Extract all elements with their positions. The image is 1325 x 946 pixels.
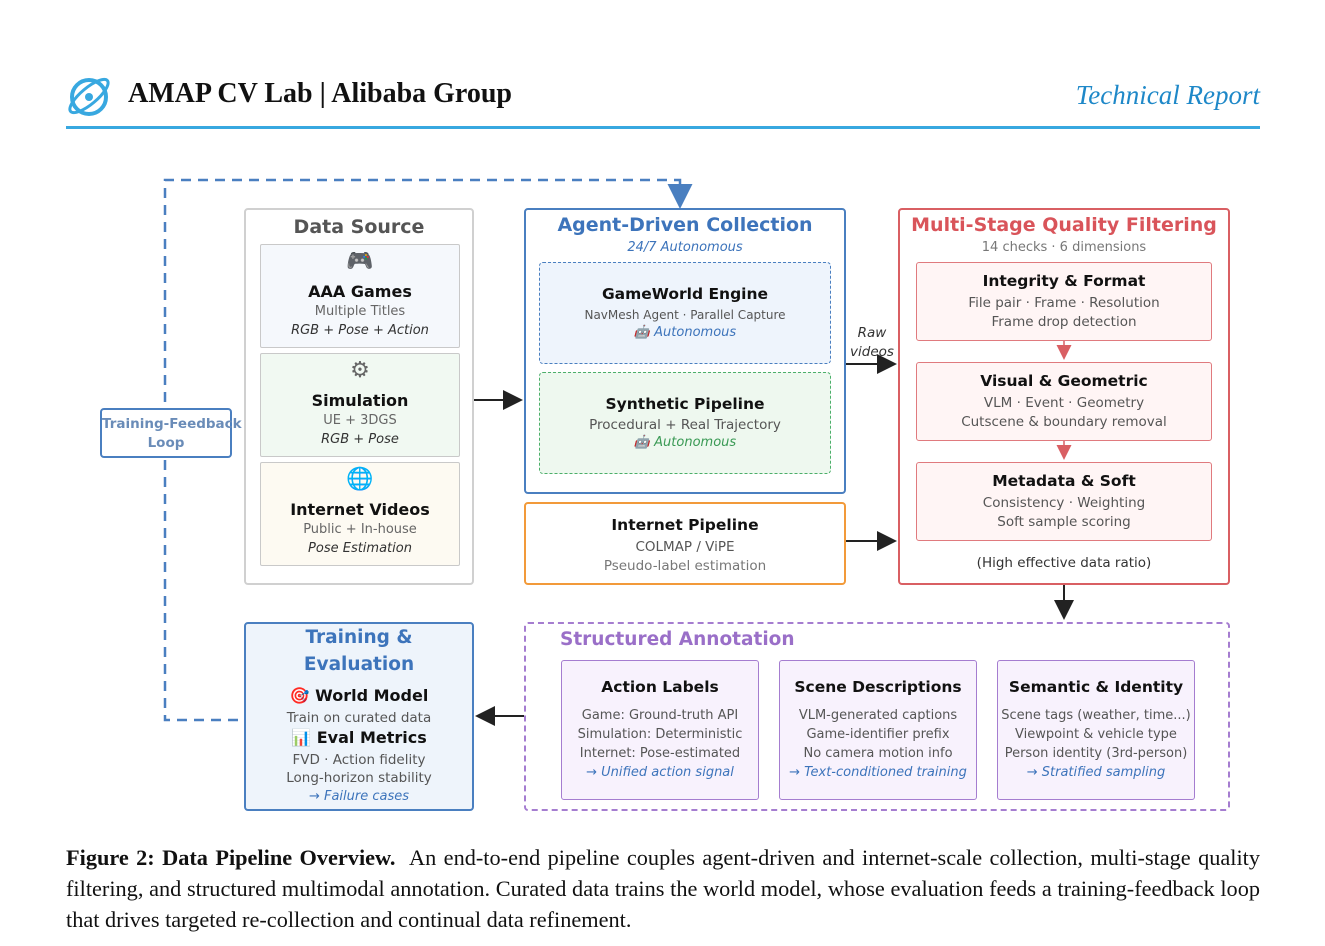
annotation-card-action: Action Labels Game: Ground-truth API Sim… xyxy=(561,660,759,800)
training-title-line2: Evaluation xyxy=(303,654,415,675)
data-source-panel: Data Source 🎮 AAA Games Multiple Titles … xyxy=(244,208,474,585)
internet-pipeline-line2: Pseudo-label estimation xyxy=(603,558,767,574)
filter-stage-title: Visual & Geometric xyxy=(980,372,1148,390)
filter-stage-metadata: Metadata & Soft Consistency · Weighting … xyxy=(916,462,1212,541)
annotation-title: Structured Annotation xyxy=(560,629,795,650)
filter-stage-line2: Cutscene & boundary removal xyxy=(961,414,1167,430)
filtering-title: Multi-Stage Quality Filtering xyxy=(911,214,1217,236)
eval-metrics-line3: → Failure cases xyxy=(308,789,410,804)
lab-title: AMAP CV Lab | Alibaba Group xyxy=(128,78,513,109)
figure-caption: Figure 2: Data Pipeline Overview. An end… xyxy=(66,842,1260,935)
annotation-card-line1: Game: Ground-truth API xyxy=(581,708,739,723)
source-card-line2: RGB + Pose + Action xyxy=(291,323,429,338)
filter-stage-title: Integrity & Format xyxy=(982,272,1146,290)
synthetic-line1: Procedural + Real Trajectory xyxy=(589,417,781,433)
source-card-simulation: ⚙ Simulation UE + 3DGS RGB + Pose xyxy=(260,353,460,457)
feedback-loop-label: Training-Feedback Loop xyxy=(100,408,242,458)
target-icon: 🎯 xyxy=(289,686,310,705)
source-card-games: 🎮 AAA Games Multiple Titles RGB + Pose +… xyxy=(260,244,460,348)
annotation-card-semantic: Semantic & Identity Scene tags (weather,… xyxy=(997,660,1195,800)
eval-metrics-line2: Long-horizon stability xyxy=(286,770,432,786)
internet-pipeline-title: Internet Pipeline xyxy=(611,516,759,534)
gameworld-title: GameWorld Engine xyxy=(601,285,769,303)
annotation-card-line1: Scene tags (weather, time...) xyxy=(1001,708,1191,723)
filter-stage-visual: Visual & Geometric VLM · Event · Geometr… xyxy=(916,362,1212,441)
source-card-line1: Multiple Titles xyxy=(314,304,406,319)
data-source-title: Data Source xyxy=(293,216,425,238)
robot-icon: 🤖 xyxy=(633,325,655,340)
annotation-card-line4: → Unified action signal xyxy=(586,765,734,780)
source-card-line2: RGB + Pose xyxy=(321,432,399,447)
feedback-loop-path xyxy=(163,178,693,722)
caption-label: Figure 2: xyxy=(66,845,155,870)
annotation-card-line2: Simulation: Deterministic xyxy=(577,727,743,742)
caption-text: An end-to-end pipeline couples agent-dri… xyxy=(66,845,1260,932)
annotation-card-line2: Viewpoint & vehicle type xyxy=(1015,727,1177,742)
annotation-card-scene: Scene Descriptions VLM-generated caption… xyxy=(779,660,977,800)
lab-logo-icon xyxy=(68,77,110,116)
synthetic-tag: 🤖 Autonomous xyxy=(633,435,737,450)
filtering-footer: (High effective data ratio) xyxy=(976,555,1152,571)
gameworld-engine-card: GameWorld Engine NavMesh Agent · Paralle… xyxy=(539,262,831,364)
filter-stage-line2: Soft sample scoring xyxy=(997,514,1131,530)
gear-icon: ⚙ xyxy=(350,358,370,383)
synthetic-title: Synthetic Pipeline xyxy=(605,395,765,413)
annotation-card-line4: → Text-conditioned training xyxy=(789,765,967,780)
raw-videos-label: Raw videos xyxy=(850,325,894,360)
agent-collection-panel: Agent-Driven Collection 24/7 Autonomous … xyxy=(524,208,846,494)
gameworld-line1: NavMesh Agent · Parallel Capture xyxy=(584,308,786,322)
annotation-card-line3: No camera motion info xyxy=(803,746,953,761)
quality-filtering-panel: Multi-Stage Quality Filtering 14 checks … xyxy=(898,208,1230,585)
source-card-internet: 🌐 Internet Videos Public + In-house Pose… xyxy=(260,462,460,566)
source-card-line1: Public + In-house xyxy=(303,522,417,537)
source-card-title: Simulation xyxy=(311,391,409,410)
source-card-title: AAA Games xyxy=(308,282,412,301)
annotation-card-title: Scene Descriptions xyxy=(794,678,962,696)
bar-chart-icon: 📊 xyxy=(291,728,312,747)
eval-metrics-line1: FVD · Action fidelity xyxy=(292,752,426,768)
world-model-line1: Train on curated data xyxy=(286,710,432,726)
source-card-line1: UE + 3DGS xyxy=(323,413,397,428)
globe-icon: 🌐 xyxy=(346,467,374,492)
filter-stage-line1: Consistency · Weighting xyxy=(982,495,1146,511)
agent-collection-title: Agent-Driven Collection xyxy=(557,214,813,236)
training-evaluation-panel: Training & Evaluation 🎯 World Model Trai… xyxy=(244,622,474,811)
source-card-line2: Pose Estimation xyxy=(308,541,412,556)
feedback-loop-line2: Loop xyxy=(147,435,185,451)
annotation-card-title: Semantic & Identity xyxy=(1008,678,1184,696)
report-label: Technical Report xyxy=(1075,80,1260,110)
gamepad-icon: 🎮 xyxy=(346,249,374,274)
gameworld-tag: 🤖 Autonomous xyxy=(633,325,737,340)
filtering-subtitle: 14 checks · 6 dimensions xyxy=(981,240,1147,255)
feedback-loop-line1: Training-Feedback xyxy=(102,416,242,432)
annotation-card-line2: Game-identifier prefix xyxy=(806,727,950,742)
annotation-card-title: Action Labels xyxy=(601,678,719,696)
source-card-title: Internet Videos xyxy=(290,500,430,519)
internet-pipeline-line1: COLMAP / ViPE xyxy=(635,539,735,555)
filter-stage-title: Metadata & Soft xyxy=(992,472,1136,490)
eval-metrics-heading: 📊 Eval Metrics xyxy=(291,728,427,747)
training-title-line1: Training & xyxy=(305,627,413,648)
filter-stage-line2: Frame drop detection xyxy=(991,314,1137,330)
world-model-heading: 🎯 World Model xyxy=(289,686,429,705)
structured-annotation-panel: Structured Annotation Action Labels Game… xyxy=(524,622,1230,811)
internet-pipeline-panel: Internet Pipeline COLMAP / ViPE Pseudo-l… xyxy=(524,502,846,585)
annotation-card-line4: → Stratified sampling xyxy=(1026,765,1166,780)
annotation-card-line1: VLM-generated captions xyxy=(798,708,958,723)
agent-collection-subtitle: 24/7 Autonomous xyxy=(627,240,743,255)
header-rule xyxy=(66,126,1260,129)
filter-stage-line1: File pair · Frame · Resolution xyxy=(968,295,1160,311)
annotation-card-line3: Person identity (3rd-person) xyxy=(1004,746,1188,761)
robot-icon: 🤖 xyxy=(633,435,655,450)
annotation-card-line3: Internet: Pose-estimated xyxy=(579,746,741,761)
filter-stage-integrity: Integrity & Format File pair · Frame · R… xyxy=(916,262,1212,341)
synthetic-pipeline-card: Synthetic Pipeline Procedural + Real Tra… xyxy=(539,372,831,474)
filter-stage-line1: VLM · Event · Geometry xyxy=(983,395,1145,411)
caption-title: Data Pipeline Overview. xyxy=(162,845,396,870)
